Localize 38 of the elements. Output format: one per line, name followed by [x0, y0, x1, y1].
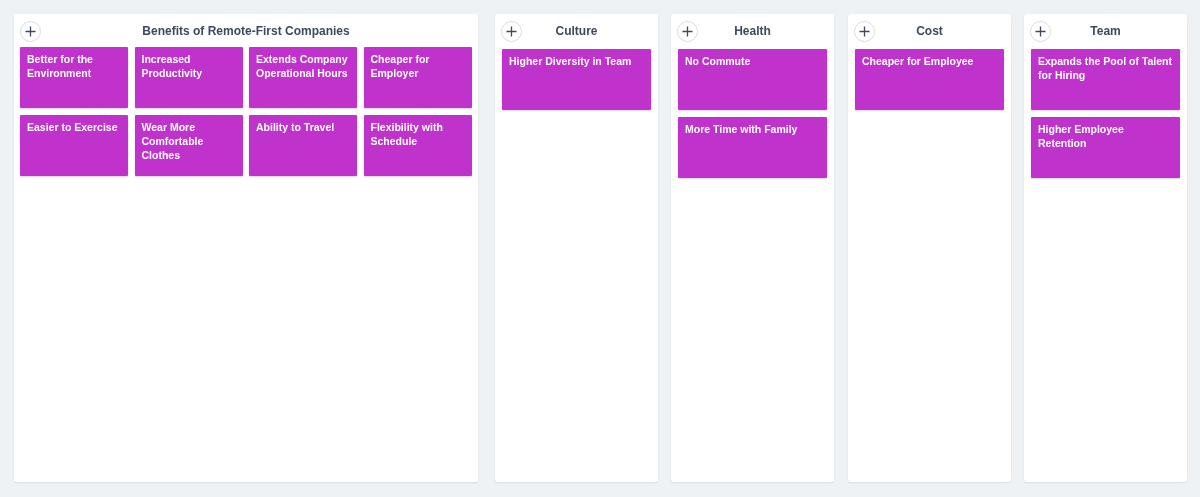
benefit-card: [134, 115, 243, 176]
card-text: Easier to Exercise: [27, 120, 119, 134]
column-title: Team: [1089, 24, 1122, 39]
column-title: Culture: [554, 24, 599, 39]
card-text: Cheaper for Employee: [862, 54, 975, 68]
board-column: [671, 14, 834, 482]
card-text: Higher Employee Retention: [1038, 122, 1125, 150]
benefit-card: [1031, 49, 1180, 110]
benefit-card: [678, 49, 827, 110]
column-title: Cost: [915, 24, 944, 39]
benefit-card: [20, 47, 128, 108]
card-text: Extends Company Operational Hours: [256, 52, 349, 80]
card-text: Ability to Travel: [256, 120, 336, 134]
card-text: Better for the Environment: [27, 52, 94, 80]
card-text: Cheaper for Employer: [370, 52, 431, 80]
card-text: Wear More Comfortable Clothes: [141, 120, 205, 162]
benefit-card: [855, 49, 1004, 110]
benefit-card: [502, 49, 651, 110]
benefit-card: [1031, 117, 1180, 178]
column-title: Health: [733, 24, 772, 39]
card-text: Increased Productivity: [141, 52, 204, 80]
board-column: [14, 14, 478, 482]
benefit-card: [20, 115, 128, 176]
column-title: Benefits of Remote-First Companies: [141, 24, 351, 39]
benefit-card: [678, 117, 827, 178]
card-text: Expands the Pool of Talent for Hiring: [1038, 54, 1173, 82]
benefit-card: [363, 47, 472, 108]
card-text: No Commute: [685, 54, 752, 68]
card-text: Higher Diversity in Team: [509, 54, 633, 68]
card-text: More Time with Family: [685, 122, 799, 136]
board-column: [1024, 14, 1187, 482]
board-column: [495, 14, 658, 482]
board-column: [848, 14, 1011, 482]
benefit-card: [249, 47, 357, 108]
benefit-card: [249, 115, 357, 176]
benefit-card: [134, 47, 243, 108]
card-text: Flexibility with Schedule: [370, 120, 444, 148]
benefit-card: [363, 115, 472, 176]
